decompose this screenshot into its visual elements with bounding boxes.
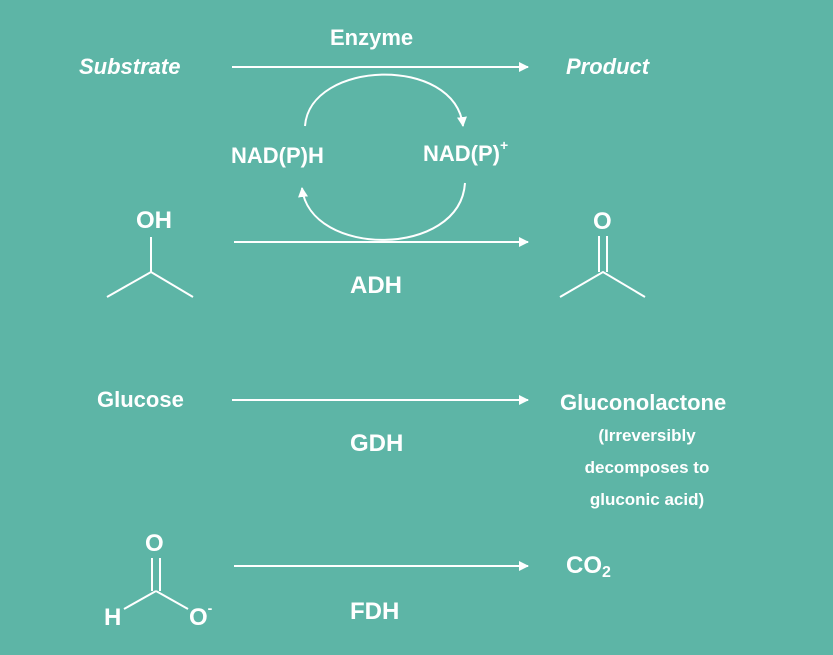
formate-charge: -	[207, 600, 213, 616]
enzyme-heading: Enzyme	[330, 25, 414, 50]
product-heading: Product	[566, 54, 650, 79]
cofactor-reduced-label: NAD(P)H	[231, 143, 324, 168]
formate-hydrogen-label: H	[104, 604, 122, 631]
acetone-skeleton	[559, 270, 646, 298]
isopropanol-skeleton	[106, 270, 194, 298]
adh-enzyme-label: ADH	[350, 272, 402, 299]
isopropanol-oh-label: OH	[136, 207, 172, 234]
acetone-oxygen-label: O	[593, 208, 612, 235]
note-line-1: (Irreversibly	[598, 426, 696, 445]
gluconolactone-note: (Irreversibly decomposes to gluconic aci…	[578, 420, 716, 516]
cofactor-oxidized-base: NAD(P)	[423, 141, 500, 166]
co2-base: CO	[566, 552, 602, 579]
cofactor-oxidized-label: NAD(P)+	[423, 137, 508, 167]
glucose-label: Glucose	[97, 387, 184, 412]
formate-co-bond	[155, 590, 189, 610]
cofactor-oxidized-charge: +	[500, 137, 509, 153]
gluconolactone-label: Gluconolactone	[560, 390, 727, 415]
cofactor-cycle-bottom-arc	[298, 182, 466, 241]
formate-oxide-label: O-	[189, 600, 212, 632]
cofactor-cycle-top-arc	[304, 73, 467, 127]
formate-carbonyl-oxygen-label: O	[145, 530, 164, 557]
formate-ch-bond	[123, 590, 157, 610]
note-line-2: decomposes to	[584, 458, 710, 477]
gdh-enzyme-label: GDH	[350, 430, 404, 457]
co2-subscript: 2	[602, 564, 611, 581]
co2-label: CO2	[566, 552, 611, 581]
note-line-3: gluconic acid)	[589, 490, 705, 509]
formate-oxide-base: O	[189, 604, 208, 631]
fdh-enzyme-label: FDH	[350, 598, 400, 625]
substrate-heading: Substrate	[79, 54, 181, 79]
